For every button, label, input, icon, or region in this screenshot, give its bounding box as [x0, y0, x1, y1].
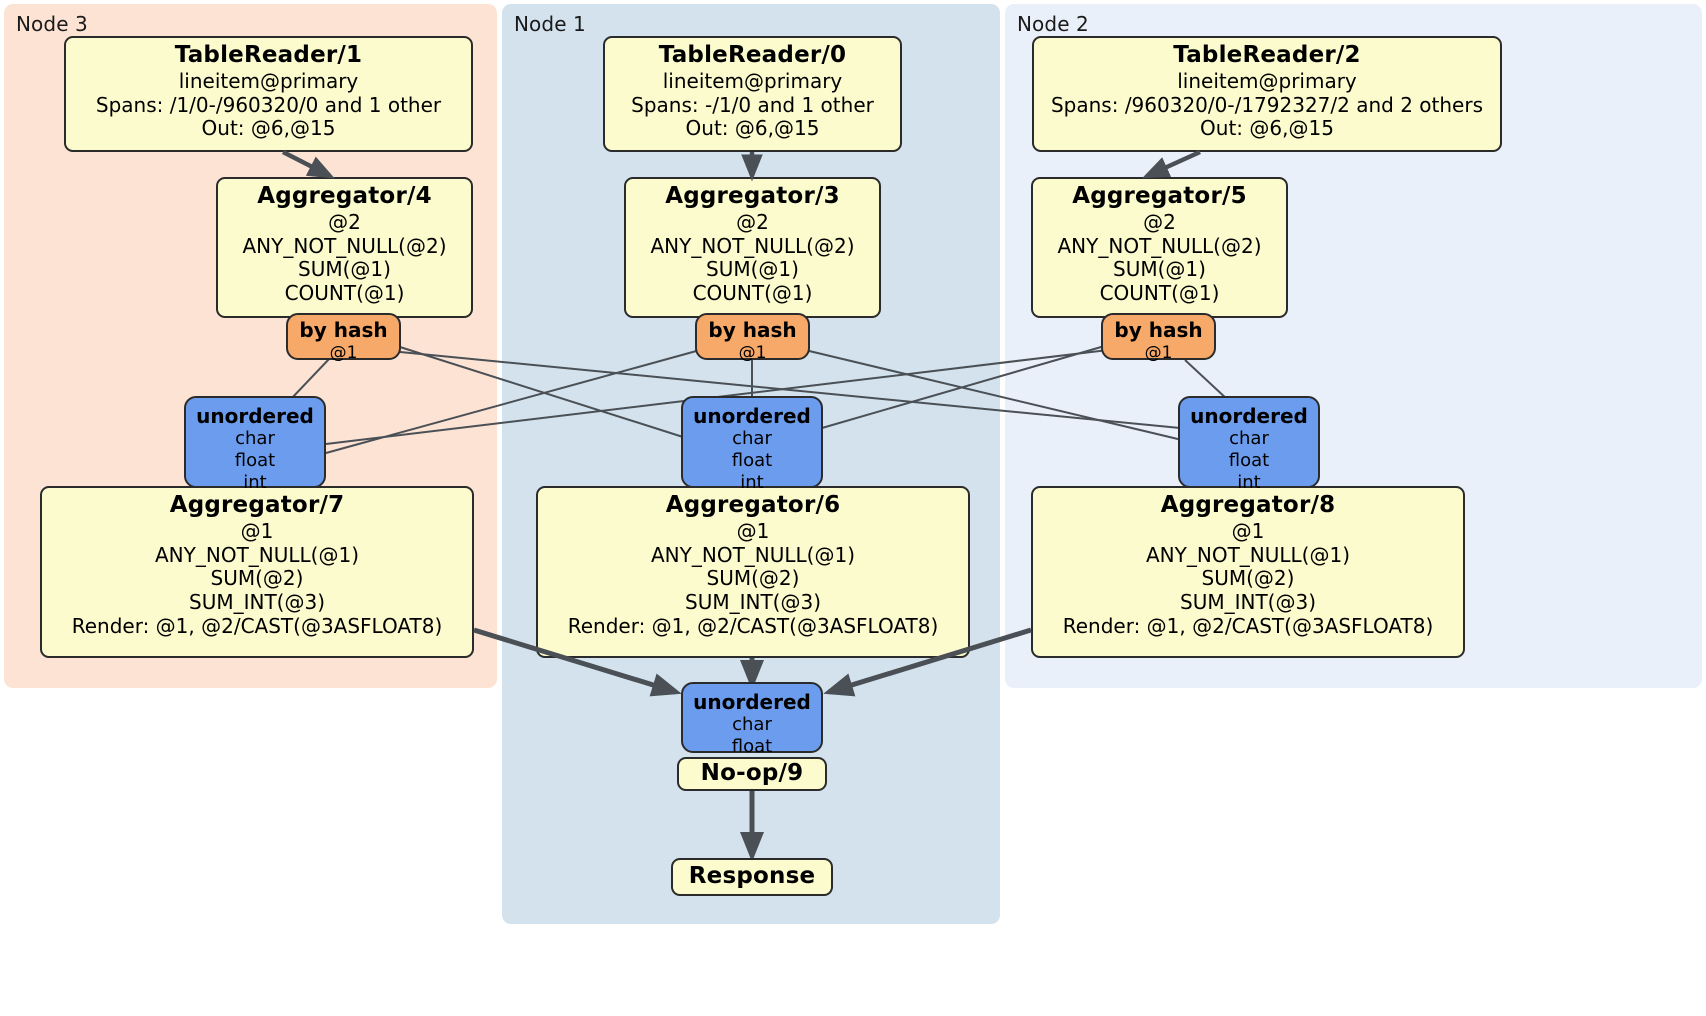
processor-detail-line: ANY_NOT_NULL(@2) [1057, 233, 1262, 258]
processor-detail-line: SUM_INT(@3) [1180, 589, 1316, 614]
router-detail-line: @1 [1144, 342, 1173, 363]
processor-detail-line: COUNT(@1) [692, 280, 813, 305]
node-panel-label-node3: Node 3 [16, 12, 88, 36]
processor-detail-line: @1 [736, 519, 770, 544]
processor-detail-line: Spans: -/1/0 and 1 other [631, 92, 874, 117]
processor-detail-line: SUM(@2) [210, 566, 304, 591]
processor-detail-line: Render: @1, @2/CAST(@3ASFLOAT8) [567, 613, 939, 638]
processor-tablereader-0[interactable]: TableReader/0 lineitem@primary Spans: -/… [603, 36, 902, 152]
processor-detail-line: ANY_NOT_NULL(@2) [242, 233, 447, 258]
processor-detail-line: SUM(@1) [706, 257, 799, 282]
processor-detail-line: @1 [1231, 519, 1265, 544]
inbox-unordered-final[interactable]: unordered char float [681, 682, 823, 757]
processor-detail-line: ANY_NOT_NULL(@1) [1146, 542, 1350, 567]
processor-detail-line: SUM(@2) [706, 566, 800, 591]
inbox-unordered-left[interactable]: unordered char float int [184, 396, 326, 493]
processor-detail-line: COUNT(@1) [284, 280, 405, 305]
processor-title: No-op/9 [700, 760, 804, 787]
processor-detail-line: lineitem@primary [662, 69, 843, 94]
processor-detail-line: COUNT(@1) [1099, 280, 1220, 305]
inbox-type-line: int [243, 472, 267, 494]
processor-detail-line: Out: @6,@15 [1200, 116, 1334, 141]
inbox-type-line: float [234, 450, 276, 472]
inbox-unordered-center[interactable]: unordered char float int [681, 396, 823, 493]
processor-aggregator-8[interactable]: Aggregator/8 @1 ANY_NOT_NULL(@1) SUM(@2)… [1031, 486, 1465, 658]
inbox-type-line: int [740, 472, 764, 494]
processor-title: Aggregator/7 [169, 492, 345, 518]
processor-aggregator-4[interactable]: Aggregator/4 @2 ANY_NOT_NULL(@2) SUM(@1)… [216, 177, 473, 318]
processor-detail-line: @2 [328, 210, 361, 235]
processor-title: Aggregator/8 [1160, 492, 1336, 518]
inbox-title: unordered [693, 690, 811, 714]
inbox-type-line: float [1228, 450, 1270, 472]
router-by-hash-left[interactable]: by hash @1 [286, 313, 401, 363]
inbox-title: unordered [1190, 404, 1308, 428]
processor-title: Response [688, 863, 816, 890]
inbox-type-line: char [1229, 428, 1269, 450]
inbox-type-line: float [731, 736, 773, 758]
processor-aggregator-7[interactable]: Aggregator/7 @1 ANY_NOT_NULL(@1) SUM(@2)… [40, 486, 474, 658]
processor-aggregator-5[interactable]: Aggregator/5 @2 ANY_NOT_NULL(@2) SUM(@1)… [1031, 177, 1288, 318]
processor-detail-line: SUM_INT(@3) [189, 589, 325, 614]
processor-title: TableReader/2 [1173, 42, 1361, 68]
router-title: by hash [708, 318, 797, 342]
processor-aggregator-6[interactable]: Aggregator/6 @1 ANY_NOT_NULL(@1) SUM(@2)… [536, 486, 970, 658]
processor-title: Aggregator/5 [1072, 183, 1247, 209]
inbox-type-line: float [731, 450, 773, 472]
router-detail-line: @1 [738, 342, 767, 363]
processor-title: Aggregator/6 [665, 492, 841, 518]
processor-detail-line: Spans: /1/0-/960320/0 and 1 other [95, 92, 442, 117]
router-title: by hash [1114, 318, 1203, 342]
processor-detail-line: @2 [1143, 210, 1176, 235]
processor-detail-line: SUM(@1) [1113, 257, 1206, 282]
processor-title: Aggregator/4 [257, 183, 432, 209]
processor-detail-line: @2 [736, 210, 769, 235]
router-title: by hash [299, 318, 388, 342]
processor-detail-line: SUM(@2) [1201, 566, 1295, 591]
inbox-type-line: char [235, 428, 275, 450]
processor-title: TableReader/1 [174, 42, 363, 68]
inbox-type-line: int [1237, 472, 1261, 494]
processor-detail-line: lineitem@primary [1177, 69, 1357, 94]
processor-detail-line: lineitem@primary [178, 69, 359, 94]
processor-title: Aggregator/3 [665, 183, 840, 209]
processor-detail-line: ANY_NOT_NULL(@1) [651, 542, 855, 567]
inbox-title: unordered [693, 404, 811, 428]
processor-tablereader-1[interactable]: TableReader/1 lineitem@primary Spans: /1… [64, 36, 473, 152]
processor-title: TableReader/0 [658, 42, 847, 68]
processor-detail-line: Out: @6,@15 [201, 116, 336, 141]
inbox-unordered-right[interactable]: unordered char float int [1178, 396, 1320, 493]
processor-detail-line: Spans: /960320/0-/1792327/2 and 2 others [1050, 92, 1483, 117]
processor-detail-line: Render: @1, @2/CAST(@3ASFLOAT8) [71, 613, 443, 638]
inbox-type-line: char [732, 428, 772, 450]
inbox-type-line: char [732, 714, 772, 736]
router-by-hash-center[interactable]: by hash @1 [695, 313, 810, 363]
processor-detail-line: SUM_INT(@3) [685, 589, 821, 614]
processor-aggregator-3[interactable]: Aggregator/3 @2 ANY_NOT_NULL(@2) SUM(@1)… [624, 177, 881, 318]
router-by-hash-right[interactable]: by hash @1 [1101, 313, 1216, 363]
processor-detail-line: ANY_NOT_NULL(@1) [155, 542, 359, 567]
processor-tablereader-2[interactable]: TableReader/2 lineitem@primary Spans: /9… [1032, 36, 1502, 152]
node-panel-label-node1: Node 1 [514, 12, 586, 36]
processor-response[interactable]: Response [671, 858, 833, 896]
processor-detail-line: Render: @1, @2/CAST(@3ASFLOAT8) [1062, 613, 1434, 638]
processor-detail-line: @1 [240, 519, 274, 544]
inbox-title: unordered [196, 404, 314, 428]
processor-noop-9[interactable]: No-op/9 [677, 757, 827, 791]
processor-detail-line: Out: @6,@15 [685, 116, 820, 141]
node-panel-label-node2: Node 2 [1017, 12, 1089, 36]
processor-detail-line: ANY_NOT_NULL(@2) [650, 233, 855, 258]
processor-detail-line: SUM(@1) [298, 257, 391, 282]
router-detail-line: @1 [329, 342, 358, 363]
